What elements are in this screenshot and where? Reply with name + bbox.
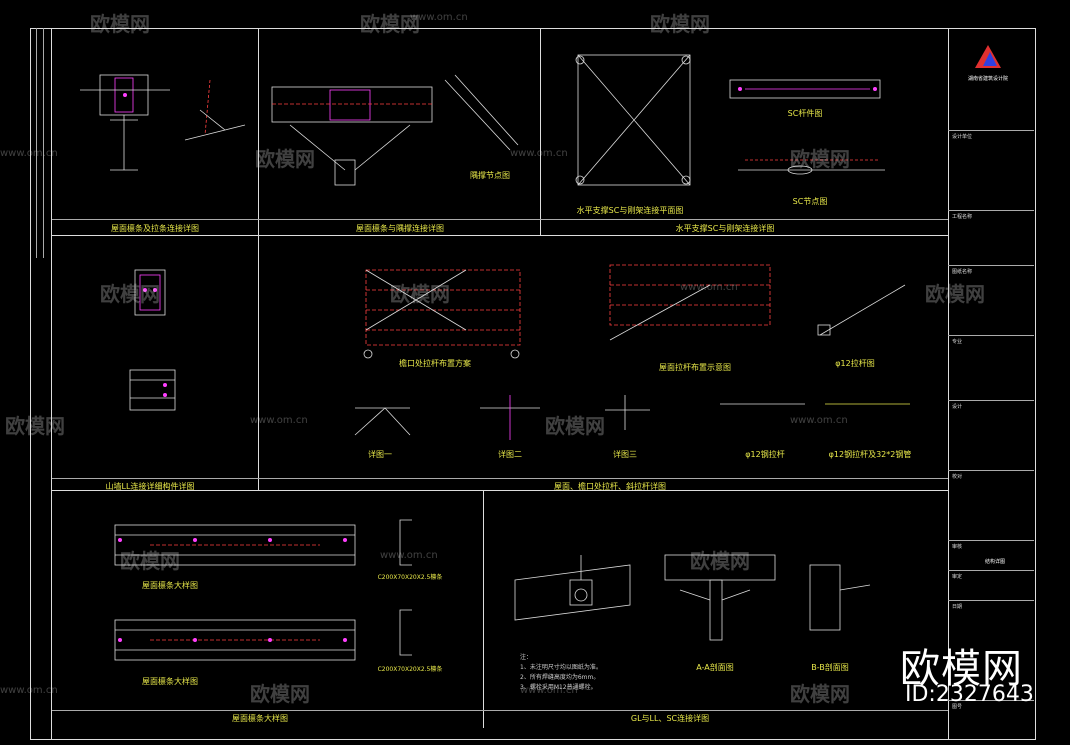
note-title: 注： — [520, 654, 533, 661]
watermark-text: 欧模网 — [250, 682, 310, 706]
title-block-row-label: 审定 — [952, 574, 963, 580]
watermark-text: 欧模网 — [360, 12, 420, 36]
section-title-7: GL与LL、SC连接详图 — [630, 714, 710, 723]
note-line-2: 2、所有焊缝高度均为6mm。 — [520, 674, 600, 681]
fig-c1: C200X70X20X2.5檩条 — [377, 574, 443, 581]
section-title-1: 屋面檩条及拉条连接详图 — [111, 224, 199, 233]
watermark-text: 欧模网 — [790, 147, 850, 171]
fig-rod1: SC杆件图 — [787, 109, 823, 118]
binding-strip — [30, 28, 52, 740]
title-block-row — [948, 570, 1034, 571]
divider-h1 — [52, 235, 948, 236]
binding-strip-lines — [36, 28, 37, 258]
title-block-row-label: 图纸名称 — [952, 269, 973, 275]
title-block-row — [948, 265, 1034, 266]
watermark-url: www.om.cn — [680, 282, 738, 293]
title-block-row-label: 专业 — [952, 339, 963, 345]
fig-rod2: SC节点图 — [792, 197, 828, 206]
fig-d1: 详图一 — [368, 450, 392, 459]
watermark-url: www.om.cn — [520, 685, 578, 696]
title-block-row-label: 图号 — [952, 704, 963, 710]
watermark-text: 欧模网 — [90, 12, 150, 36]
fig-sc-plan: 水平支撑SC与刚架连接平面图 — [576, 206, 684, 215]
fig-aa: A-A剖面图 — [696, 663, 734, 672]
watermark-url: www.om.cn — [510, 148, 568, 159]
fig-bar-a: φ12钢拉杆 — [745, 450, 785, 459]
divider-v1 — [258, 28, 259, 490]
watermark-url: www.om.cn — [250, 415, 308, 426]
watermark-url: www.om.cn — [380, 550, 438, 561]
caption-bar — [52, 478, 948, 479]
divider-v2 — [540, 28, 541, 235]
watermark-text: 欧模网 — [690, 549, 750, 573]
fig-eave: 檐口处拉杆布置方案 — [399, 359, 471, 368]
watermark-text: 欧模网 — [925, 282, 985, 306]
title-block-row — [948, 335, 1034, 336]
watermark-url: www.om.cn — [410, 12, 468, 23]
title-block-row-label: 校对 — [952, 474, 963, 480]
title-block-drawing-name: 结构详图 — [985, 559, 1006, 565]
watermark-text: 欧模网 — [790, 682, 850, 706]
title-block-row-label: 工程名称 — [952, 214, 973, 220]
title-block-row — [948, 210, 1034, 211]
note-line-1: 1、未注明尺寸均以图纸为准。 — [520, 664, 602, 671]
title-block-row — [948, 600, 1034, 601]
title-block-border — [948, 28, 949, 740]
title-block-row-label: 设计 — [952, 404, 963, 410]
section-title-5: 屋面、檐口处拉杆、斜拉杆详图 — [554, 482, 666, 491]
title-block-row-label: 设计单位 — [952, 134, 973, 140]
section-title-2: 屋面檩条与隅撑连接详图 — [356, 224, 444, 233]
title-block-row — [948, 540, 1034, 541]
watermark-text: 欧模网 — [120, 549, 180, 573]
divider-v3 — [483, 490, 484, 728]
watermark-url: www.om.cn — [790, 415, 848, 426]
caption-bar — [52, 219, 948, 220]
note-line-3: 3、螺栓采用M12普通螺栓。 — [520, 684, 597, 691]
fig-bar-b: φ12钢拉杆及32*2钢管 — [828, 450, 912, 459]
fig-bar12: φ12拉杆图 — [835, 359, 875, 368]
watermark-text: 欧模网 — [100, 282, 160, 306]
watermark-text: 欧模网 — [255, 147, 315, 171]
fig-purlin1: 屋面檩条大样图 — [142, 581, 198, 590]
watermark-text: 欧模网 — [390, 282, 450, 306]
section-title-4: 山墙LL连接详细构件详图 — [105, 482, 195, 491]
fig-d3: 详图三 — [613, 450, 637, 459]
fig-purlin2: 屋面檩条大样图 — [142, 677, 198, 686]
watermark-text: 欧模网 — [650, 12, 710, 36]
fig-section: 隅撑节点图 — [470, 171, 510, 180]
fig-bb: B-B剖面图 — [811, 663, 849, 672]
title-block-row — [948, 400, 1034, 401]
title-block-row — [948, 700, 1034, 701]
section-title-6: 屋面檩条大样图 — [232, 714, 288, 723]
binding-strip-lines — [43, 28, 44, 258]
watermark-text: 欧模网 — [5, 414, 65, 438]
watermark-url: www.om.cn — [0, 685, 58, 696]
title-block-row-label: 审核 — [952, 544, 963, 550]
watermark-text: 欧模网 — [545, 414, 605, 438]
fig-d2: 详图二 — [498, 450, 522, 459]
brand-id: ID:2327643 — [905, 682, 1034, 707]
title-block-row-label: 日期 — [952, 604, 963, 610]
brand-logo-text: 欧模网 — [900, 646, 1023, 692]
watermark-url: www.om.cn — [0, 148, 58, 159]
caption-bar — [52, 710, 948, 711]
fig-c2: C200X70X20X2.5檩条 — [377, 666, 443, 673]
section-title-3: 水平支撑SC与刚架连接详图 — [675, 224, 775, 233]
title-block-row — [948, 470, 1034, 471]
fig-roof: 屋面拉杆布置示意图 — [659, 363, 731, 372]
title-block-company: 湖南省建筑设计院 — [968, 76, 1009, 82]
divider-h2 — [52, 490, 948, 491]
title-block-row — [948, 130, 1034, 131]
